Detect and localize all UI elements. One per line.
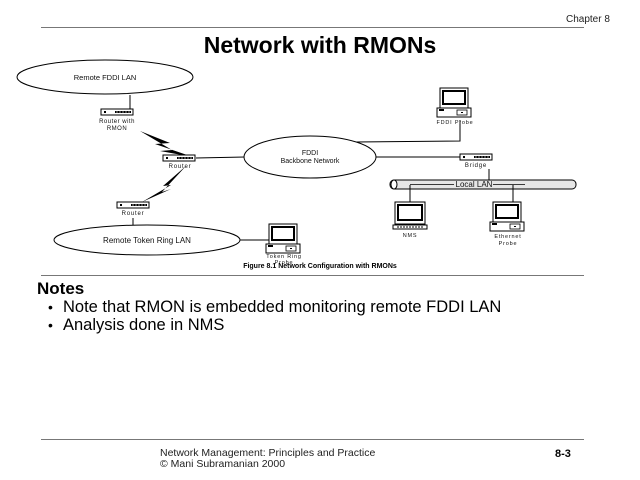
router-lower: Router (116, 201, 150, 217)
notes-list: • Note that RMON is embedded monitoring … (48, 298, 608, 334)
ethernet-probe-label-1: Ethernet (494, 234, 521, 240)
network-diagram: Remote FDDI LAN Router with RMON Router … (16, 59, 577, 266)
token-ring-probe-label-2: Probe (275, 260, 294, 266)
remote-token-ring-lan: Remote Token Ring LAN (53, 224, 241, 256)
router-rmon-label-1: Router with (99, 119, 135, 125)
bridge: Bridge (459, 153, 493, 169)
local-lan-label: Local LAN (456, 180, 493, 189)
wan-link-upper-icon (140, 131, 193, 157)
page-number: 8-3 (555, 448, 571, 460)
link-backbone-fddi-probe (355, 120, 461, 143)
bullet-icon: • (48, 299, 53, 315)
slide-title: Network with RMONs (203, 32, 437, 58)
link-router-backbone (195, 156, 246, 159)
fddi-probe-label: FDDI Probe (436, 120, 473, 126)
local-lan: Local LAN (389, 179, 577, 190)
router-rmon-label-2: RMON (107, 126, 127, 132)
nms-station: NMS (392, 201, 428, 239)
token-ring-probe: Token Ring Probe (265, 223, 302, 266)
figure-caption: Figure 8.1 Network Configuration with RM… (243, 263, 397, 270)
token-ring-probe-label-1: Token Ring (266, 254, 302, 260)
remote-fddi-lan-label: Remote FDDI LAN (74, 73, 137, 82)
bullet-icon: • (48, 317, 53, 333)
notes-item-text: Note that RMON is embedded monitoring re… (63, 298, 502, 316)
bottom-divider (41, 439, 584, 440)
fddi-backbone-label-1: FDDI (302, 150, 318, 157)
chapter-label: Chapter 8 (566, 14, 610, 25)
footer-book-title: Network Management: Principles and Pract… (160, 447, 376, 459)
notes-heading: Notes (37, 279, 85, 298)
remote-fddi-lan: Remote FDDI LAN (16, 59, 194, 95)
middle-divider (41, 275, 584, 276)
router-with-rmon: Router with RMON (99, 108, 135, 132)
router-center: Router (162, 154, 196, 170)
nms-label: NMS (403, 233, 418, 239)
remote-token-ring-lan-label: Remote Token Ring LAN (103, 236, 191, 245)
notes-item: • Note that RMON is embedded monitoring … (48, 298, 608, 316)
fddi-backbone-label-2: Backbone Network (281, 158, 340, 165)
ethernet-probe: Ethernet Probe (489, 201, 525, 247)
router-lower-label: Router (122, 211, 145, 217)
wan-link-lower-icon (142, 166, 186, 202)
top-divider (41, 27, 584, 28)
fddi-probe: FDDI Probe (436, 87, 473, 126)
ethernet-probe-label-2: Probe (499, 241, 518, 247)
notes-item: • Analysis done in NMS (48, 316, 608, 334)
notes-item-text: Analysis done in NMS (63, 316, 225, 334)
router-center-label: Router (169, 164, 192, 170)
footer-copyright: © Mani Subramanian 2000 (160, 458, 286, 470)
bridge-label: Bridge (465, 163, 487, 169)
